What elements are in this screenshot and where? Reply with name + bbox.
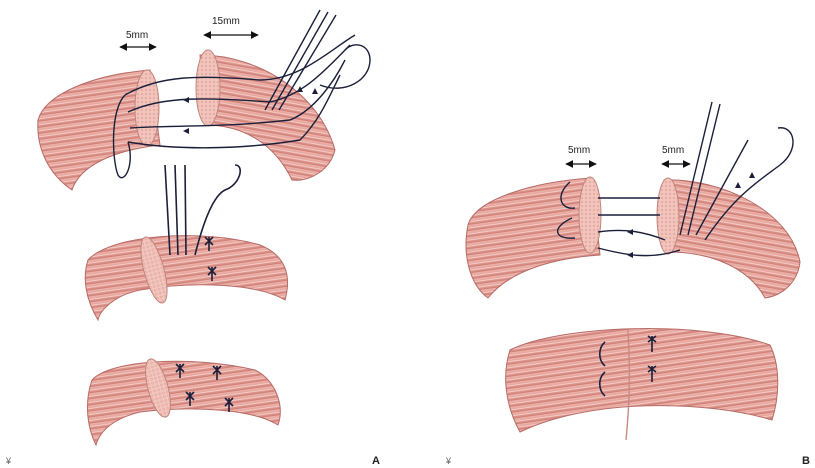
panel-b: 5mm 5mm xyxy=(445,102,810,467)
right-label: 5mm xyxy=(662,145,684,156)
length-dimension: 15mm xyxy=(204,16,258,35)
corner-mark-a: ¥ xyxy=(5,456,12,466)
panel-a: 5mm 15mm xyxy=(5,10,380,467)
panel-letter-b: B xyxy=(802,455,810,467)
muscle-stump-right xyxy=(196,50,335,180)
gap-label: 5mm xyxy=(126,30,148,41)
panel-letter-a: A xyxy=(372,455,380,467)
length-label: 15mm xyxy=(212,16,240,27)
muscle-stump-b-left xyxy=(466,177,601,298)
muscle-stump-left xyxy=(38,70,160,190)
left-dimension: 5mm xyxy=(566,145,596,164)
left-label: 5mm xyxy=(568,145,590,156)
gap-dimension: 5mm xyxy=(120,30,156,47)
right-dimension: 5mm xyxy=(662,145,690,164)
muscle-stump-b-right xyxy=(657,178,800,298)
corner-mark-b: ¥ xyxy=(445,456,452,466)
muscle-a-bottom xyxy=(87,356,280,445)
muscle-b-repaired xyxy=(506,329,778,440)
